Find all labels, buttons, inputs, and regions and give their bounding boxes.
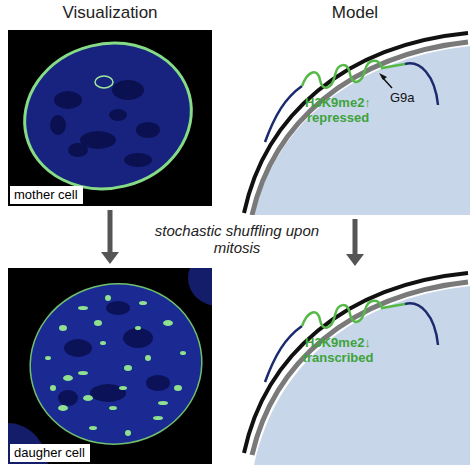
state-label: H3K9me2↓ transcribed [296, 336, 380, 366]
h3k9me2-spot [124, 365, 132, 371]
h3k9me2-spot [145, 355, 151, 361]
h3k9me2-spot [100, 341, 106, 345]
chromatin-dense [68, 143, 88, 157]
arrowhead [101, 252, 119, 264]
nucleus-image [9, 30, 207, 206]
h3k9me2-spot [158, 401, 168, 405]
chromatin-dense [136, 122, 160, 138]
h3k9me2-spot [135, 326, 141, 330]
chromatin-dense [123, 328, 153, 348]
h3k9me2-spot [174, 385, 182, 391]
chromatin-fibre [265, 86, 302, 142]
nucleolus [95, 76, 113, 88]
nucleus-image [8, 268, 212, 464]
panel-illustration [8, 268, 212, 464]
arrowhead [346, 254, 364, 266]
chromatin-dense [50, 115, 66, 135]
lad-chromatin [302, 61, 405, 88]
h3k9me2-spot [119, 386, 127, 390]
h3k9me2-spot [94, 320, 102, 326]
neighbour-nucleus [188, 268, 212, 306]
nuclear-envelope [244, 273, 468, 453]
chromatin-dense [109, 109, 127, 121]
panel-illustration [8, 30, 212, 206]
lad-chromatin [302, 301, 405, 328]
h3k9me2-spot [78, 371, 88, 375]
column-heading: Model [255, 3, 455, 23]
micrograph-panel: mother cell [8, 30, 212, 206]
g9a-arrowhead [379, 73, 387, 80]
chromatin-dense [90, 384, 126, 402]
h3k9me2-spot [163, 320, 173, 326]
h3k9me2-spot [105, 295, 111, 301]
h3k9me2-spot [50, 385, 56, 391]
chromatin-dense [64, 339, 92, 357]
chromatin-dense [54, 91, 82, 109]
h3k9me2-spot [83, 395, 93, 401]
nuclear-lamina [252, 282, 468, 455]
chromatin-dense [112, 80, 144, 100]
h3k9me2-spot [109, 406, 117, 410]
h3k9me2-spot [89, 426, 97, 430]
cell-label: mother cell [10, 186, 83, 204]
mitosis-arrow [101, 210, 119, 264]
nucleus [9, 30, 207, 206]
h3k9me2-spot [59, 325, 67, 331]
panel-illustration [240, 270, 470, 465]
nucleus [17, 270, 212, 457]
arrow-shaft [108, 210, 113, 252]
nuclear-lamina [252, 42, 468, 215]
chromatin-fibre [265, 326, 302, 382]
arrow-shaft [353, 219, 358, 254]
process-note: stochastic shuffling upon mitosis [142, 222, 332, 257]
mitosis-arrow [346, 219, 364, 266]
model-panel: H3K9me2↑ repressed G9a [240, 30, 470, 215]
h3k9me2-spot [58, 405, 68, 411]
h3k9me2-spot [63, 375, 73, 381]
column-heading: Visualization [10, 3, 210, 23]
chromatin-fibre [405, 303, 438, 345]
h3k9me2-spot [78, 306, 88, 310]
chromatin-dense [58, 390, 78, 406]
state-label: H3K9me2↑ repressed [296, 96, 380, 126]
h3k9me2-spot [45, 356, 51, 360]
nuclear-envelope [244, 33, 468, 213]
h3k9me2-spot [180, 351, 186, 355]
chromatin-dense [146, 375, 170, 391]
chromatin-dense [106, 301, 130, 315]
model-panel: H3K9me2↓ transcribed [240, 270, 470, 465]
h3k9me2-spot [125, 430, 131, 436]
micrograph-panel: daugher cell [8, 268, 212, 464]
cell-label: daugher cell [10, 444, 90, 462]
chromatin-dense [124, 153, 152, 167]
h3k9me2-spot [139, 301, 147, 305]
enzyme-label: G9a [390, 90, 415, 105]
h3k9me2-spot [153, 416, 163, 420]
